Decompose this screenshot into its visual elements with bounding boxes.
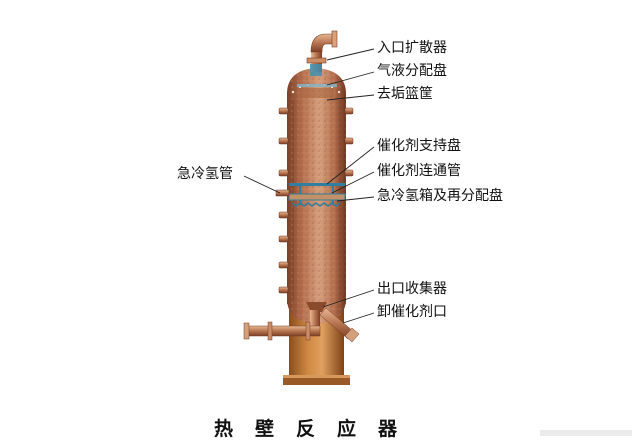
inlet-pipe xyxy=(306,30,338,72)
quench-hydrogen-pipe xyxy=(275,189,290,197)
label-catalyst-connect-pipe: 催化剂连通管 xyxy=(377,163,461,179)
leader-quench-box xyxy=(336,196,375,202)
leader-catalyst-unload xyxy=(342,312,375,324)
label-scale-basket: 去垢篮筐 xyxy=(377,86,433,102)
quench-box-part xyxy=(288,193,346,201)
side-nozzles xyxy=(278,107,354,294)
leader-gas-liquid-tray xyxy=(326,71,375,86)
label-catalyst-unload: 卸催化剂口 xyxy=(377,304,447,320)
label-outlet-collector: 出口收集器 xyxy=(377,281,447,297)
outlet-collector-part xyxy=(306,302,327,312)
watermark-mark xyxy=(540,430,632,436)
leader-connect-pipe xyxy=(331,171,375,194)
support-tray-part xyxy=(289,183,345,186)
catalyst-unload-pipe xyxy=(319,307,360,343)
outlet-pipe xyxy=(243,310,321,341)
diagram-caption: 热壁反应器 xyxy=(214,418,420,440)
label-gas-liquid-tray: 气液分配盘 xyxy=(377,63,447,79)
label-inlet-diffuser: 入口扩散器 xyxy=(377,40,447,56)
gas-liquid-tray-part xyxy=(297,84,337,87)
leader-quench-pipe xyxy=(243,175,281,194)
leader-inlet-diffuser xyxy=(326,48,375,61)
inlet-diffuser-part xyxy=(310,64,322,76)
leader-outlet-collector xyxy=(322,289,375,308)
reactor-internals xyxy=(288,64,346,312)
redistribution-tray-part xyxy=(291,202,341,207)
label-quench-box: 急冷氢箱及再分配盘 xyxy=(377,188,503,204)
scale-basket-part xyxy=(300,88,334,98)
leader-lines xyxy=(243,48,375,324)
label-quench-pipe: 急冷氢管 xyxy=(177,166,233,182)
label-catalyst-support-tray: 催化剂支持盘 xyxy=(377,138,461,154)
leader-scale-basket xyxy=(326,94,375,101)
leader-support-tray xyxy=(326,146,375,185)
